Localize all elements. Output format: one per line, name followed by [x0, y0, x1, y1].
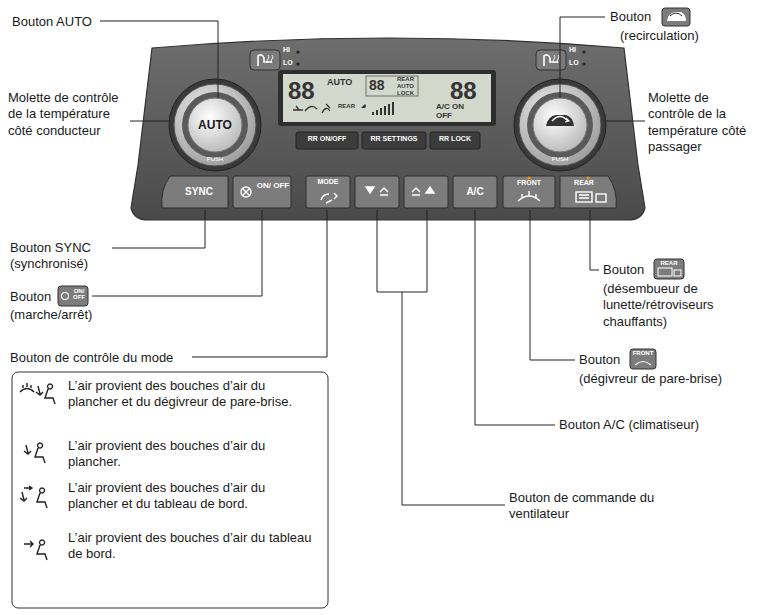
button-label: ON/ OFF — [256, 182, 290, 190]
button-label: RR ON/OFF — [296, 135, 358, 142]
icon-text: REAR — [654, 260, 684, 266]
panel-text: PUSH — [195, 156, 235, 162]
callout-label: Molette de contrôle de la température cô… — [648, 90, 758, 155]
callout-label: Bouton — [10, 289, 58, 305]
button-label: MODE — [306, 178, 350, 185]
button-label: FRONT — [503, 179, 555, 186]
panel-housing — [131, 38, 645, 220]
button-label: A/C — [453, 186, 497, 199]
button-symbol — [241, 187, 606, 203]
panel-text: HI — [569, 46, 585, 53]
callout-label: Bouton AUTO — [12, 14, 102, 30]
legend-text: L’air provient des bouches d’air du plan… — [68, 378, 318, 411]
icon-text: ON/ OFF — [70, 288, 88, 301]
control-button — [162, 176, 617, 208]
callout-label: Bouton SYNC (synchronisé) — [10, 240, 114, 273]
temperature-knob — [169, 79, 261, 171]
panel-text: HI — [283, 46, 299, 53]
display-text: REAR — [397, 76, 419, 82]
display-text: REAR — [338, 103, 364, 109]
legend-text: L’air provient des bouches d’air du plan… — [68, 438, 318, 471]
rear-control-button — [296, 132, 480, 149]
display-text: AUTO — [327, 78, 363, 87]
panel-text: LO — [283, 59, 299, 66]
callout-label: Bouton — [603, 262, 653, 278]
display-text: A/C ON — [436, 103, 486, 111]
button-label: REAR — [560, 179, 608, 186]
display-text: AUTO — [397, 83, 419, 89]
button-label: RR SETTINGS — [362, 135, 426, 142]
callout-label: Bouton A/C (climatiseur) — [559, 417, 749, 433]
callout-label: Bouton de commande du ventilateur — [509, 490, 669, 523]
callout-label: (dégivreur de pare-brise) — [579, 371, 749, 387]
callout-label: Molette de contrôle de la température cô… — [8, 90, 130, 139]
display-digits: 88 — [369, 77, 397, 95]
display-screen — [278, 70, 496, 126]
callout-label: (recirculation) — [620, 28, 750, 44]
legend-text: L’air provient des bouches d’air du tabl… — [68, 530, 318, 563]
callout-label: Bouton — [610, 9, 660, 25]
seat-heater-button — [536, 50, 586, 70]
legend-box — [12, 372, 328, 608]
mode-icon — [20, 383, 55, 560]
callout-label: (marche/arrêt) — [10, 307, 130, 323]
panel-text: AUTO — [190, 118, 240, 133]
button-label: RR LOCK — [430, 135, 480, 142]
seat-heater-button — [250, 50, 300, 70]
display-text: OFF — [436, 112, 486, 120]
callout-icon — [58, 8, 690, 369]
legend-text: L’air provient des bouches d’air du plan… — [68, 480, 318, 513]
display-text: LOCK — [397, 90, 419, 96]
panel-text: PUSH — [540, 156, 580, 162]
icon-text: FRONT — [630, 350, 656, 356]
display-digits: 88 — [288, 76, 324, 106]
callout-label: (désembueur de lunette/rétroviseurs chau… — [603, 281, 757, 330]
panel-text: LO — [569, 59, 585, 66]
callout-label: Bouton de contrôle du mode — [10, 350, 192, 366]
display-digits: 88 — [450, 76, 488, 106]
button-label: SYNC — [170, 186, 228, 199]
callout-label: Bouton — [579, 352, 629, 368]
